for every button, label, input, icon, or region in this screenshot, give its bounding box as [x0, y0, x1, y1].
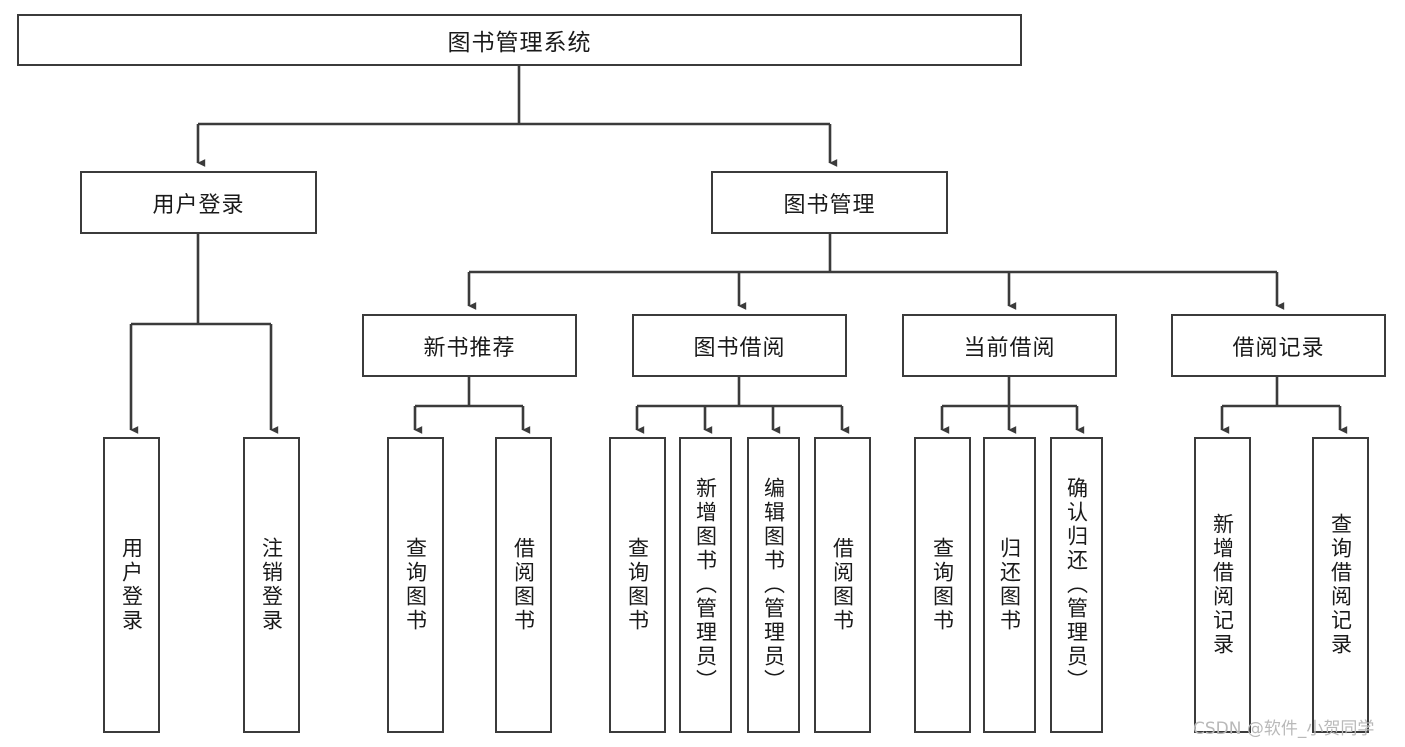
node-leaf-confirm-return-admin[interactable]: 确认归还（管理员）: [1050, 437, 1103, 733]
node-leaf-logout-login[interactable]: 注销登录: [243, 437, 300, 733]
node-label: 查询图书: [930, 537, 955, 633]
node-label: 图书管理系统: [447, 30, 592, 56]
node-leaf-query-book-current[interactable]: 查询图书: [914, 437, 971, 733]
node-label: 编辑图书（管理员）: [761, 477, 786, 693]
node-leaf-edit-book-admin[interactable]: 编辑图书（管理员）: [747, 437, 800, 733]
node-label: 新增图书（管理员）: [693, 477, 718, 693]
node-label: 借阅记录: [1232, 335, 1325, 361]
node-book-borrow[interactable]: 图书借阅: [632, 314, 847, 377]
node-label: 新增借阅记录: [1210, 513, 1235, 657]
node-label: 查询借阅记录: [1328, 513, 1353, 657]
node-label: 注销登录: [259, 537, 284, 633]
node-label: 查询图书: [625, 537, 650, 633]
node-label: 图书管理: [783, 192, 876, 218]
node-label: 用户登录: [152, 192, 245, 218]
node-leaf-borrow-book[interactable]: 借阅图书: [814, 437, 871, 733]
node-label: 确认归还（管理员）: [1064, 477, 1089, 693]
node-label: 借阅图书: [830, 537, 855, 633]
node-label: 图书借阅: [693, 335, 786, 361]
node-current-borrow[interactable]: 当前借阅: [902, 314, 1117, 377]
node-label: 查询图书: [403, 537, 428, 633]
node-leaf-return-book[interactable]: 归还图书: [983, 437, 1036, 733]
node-leaf-user-login[interactable]: 用户登录: [103, 437, 160, 733]
node-leaf-query-book-borrow[interactable]: 查询图书: [609, 437, 666, 733]
node-leaf-query-borrow-record[interactable]: 查询借阅记录: [1312, 437, 1369, 733]
node-label: 当前借阅: [963, 335, 1056, 361]
node-leaf-borrow-book-recommend[interactable]: 借阅图书: [495, 437, 552, 733]
node-user-login[interactable]: 用户登录: [80, 171, 317, 234]
node-label: 借阅图书: [511, 537, 536, 633]
node-leaf-add-borrow-record[interactable]: 新增借阅记录: [1194, 437, 1251, 733]
node-leaf-query-book-recommend[interactable]: 查询图书: [387, 437, 444, 733]
node-borrow-record[interactable]: 借阅记录: [1171, 314, 1386, 377]
node-book-management-system[interactable]: 图书管理系统: [17, 14, 1022, 66]
node-label: 新书推荐: [423, 335, 516, 361]
node-label: 归还图书: [997, 537, 1022, 633]
node-new-book-recommendation[interactable]: 新书推荐: [362, 314, 577, 377]
node-book-management[interactable]: 图书管理: [711, 171, 948, 234]
node-label: 用户登录: [119, 537, 144, 633]
csdn-watermark: CSDN @软件_小贺同学: [1193, 719, 1375, 739]
node-leaf-add-book-admin[interactable]: 新增图书（管理员）: [679, 437, 732, 733]
